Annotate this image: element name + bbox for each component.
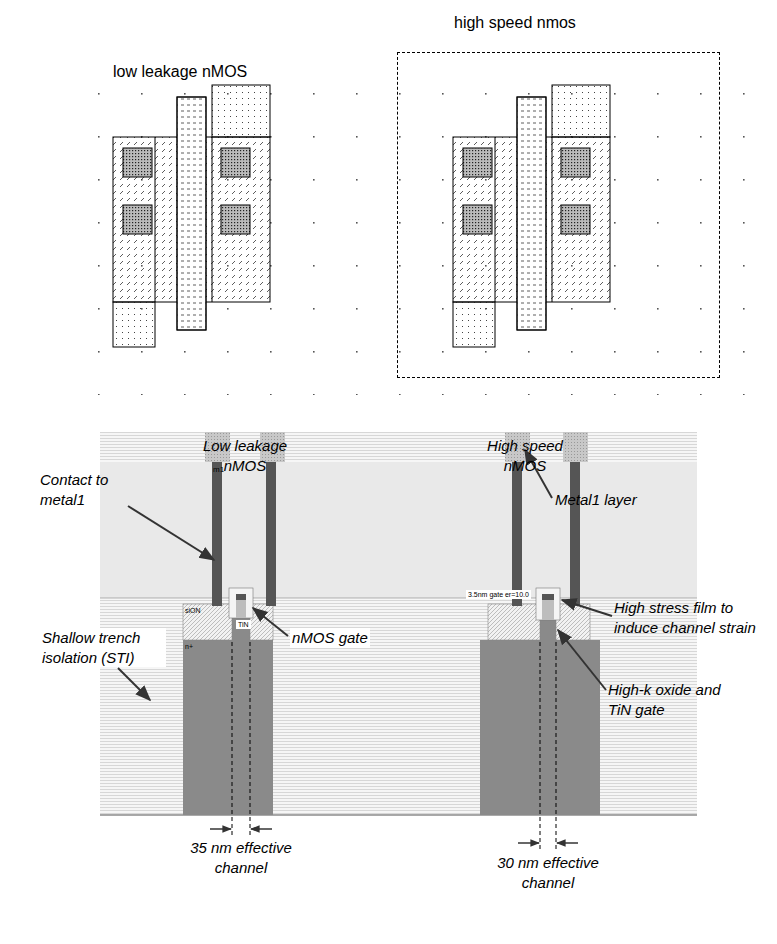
leader-lines: [118, 450, 612, 700]
device-label: High speed nMOS: [470, 436, 580, 475]
tiny-label: TiN: [236, 620, 251, 629]
tiny-label: siON: [185, 606, 201, 615]
layout-label: low leakage nMOS: [113, 62, 247, 83]
callout-label: Shallow trench isolation (STI): [40, 628, 166, 667]
dashed-region: high speed nmos: [397, 52, 720, 378]
tiny-label: n+: [185, 642, 193, 651]
grid-dots: [90, 85, 750, 395]
dimension-label: 35 nm effective channel: [181, 838, 301, 877]
callout-label: Contact to metal1: [40, 470, 132, 509]
tiny-label: m1: [213, 465, 224, 475]
layout-transistor: [113, 85, 270, 347]
dimension-label: 30 nm effective channel: [488, 853, 608, 892]
tiny-label: 3.5nm gate er=10.0: [466, 590, 531, 599]
cross-section: [100, 432, 697, 850]
layout-transistor: [453, 85, 610, 347]
device-label: Low leakage nMOS: [190, 436, 300, 475]
callout-label: High stress film to induce channel strai…: [614, 598, 772, 637]
callout-label: nMOS gate: [290, 628, 370, 648]
callout-label: High-k oxide and TiN gate: [608, 680, 728, 719]
callout-label: Metal1 layer: [555, 490, 637, 510]
region-heading: high speed nmos: [454, 13, 576, 34]
